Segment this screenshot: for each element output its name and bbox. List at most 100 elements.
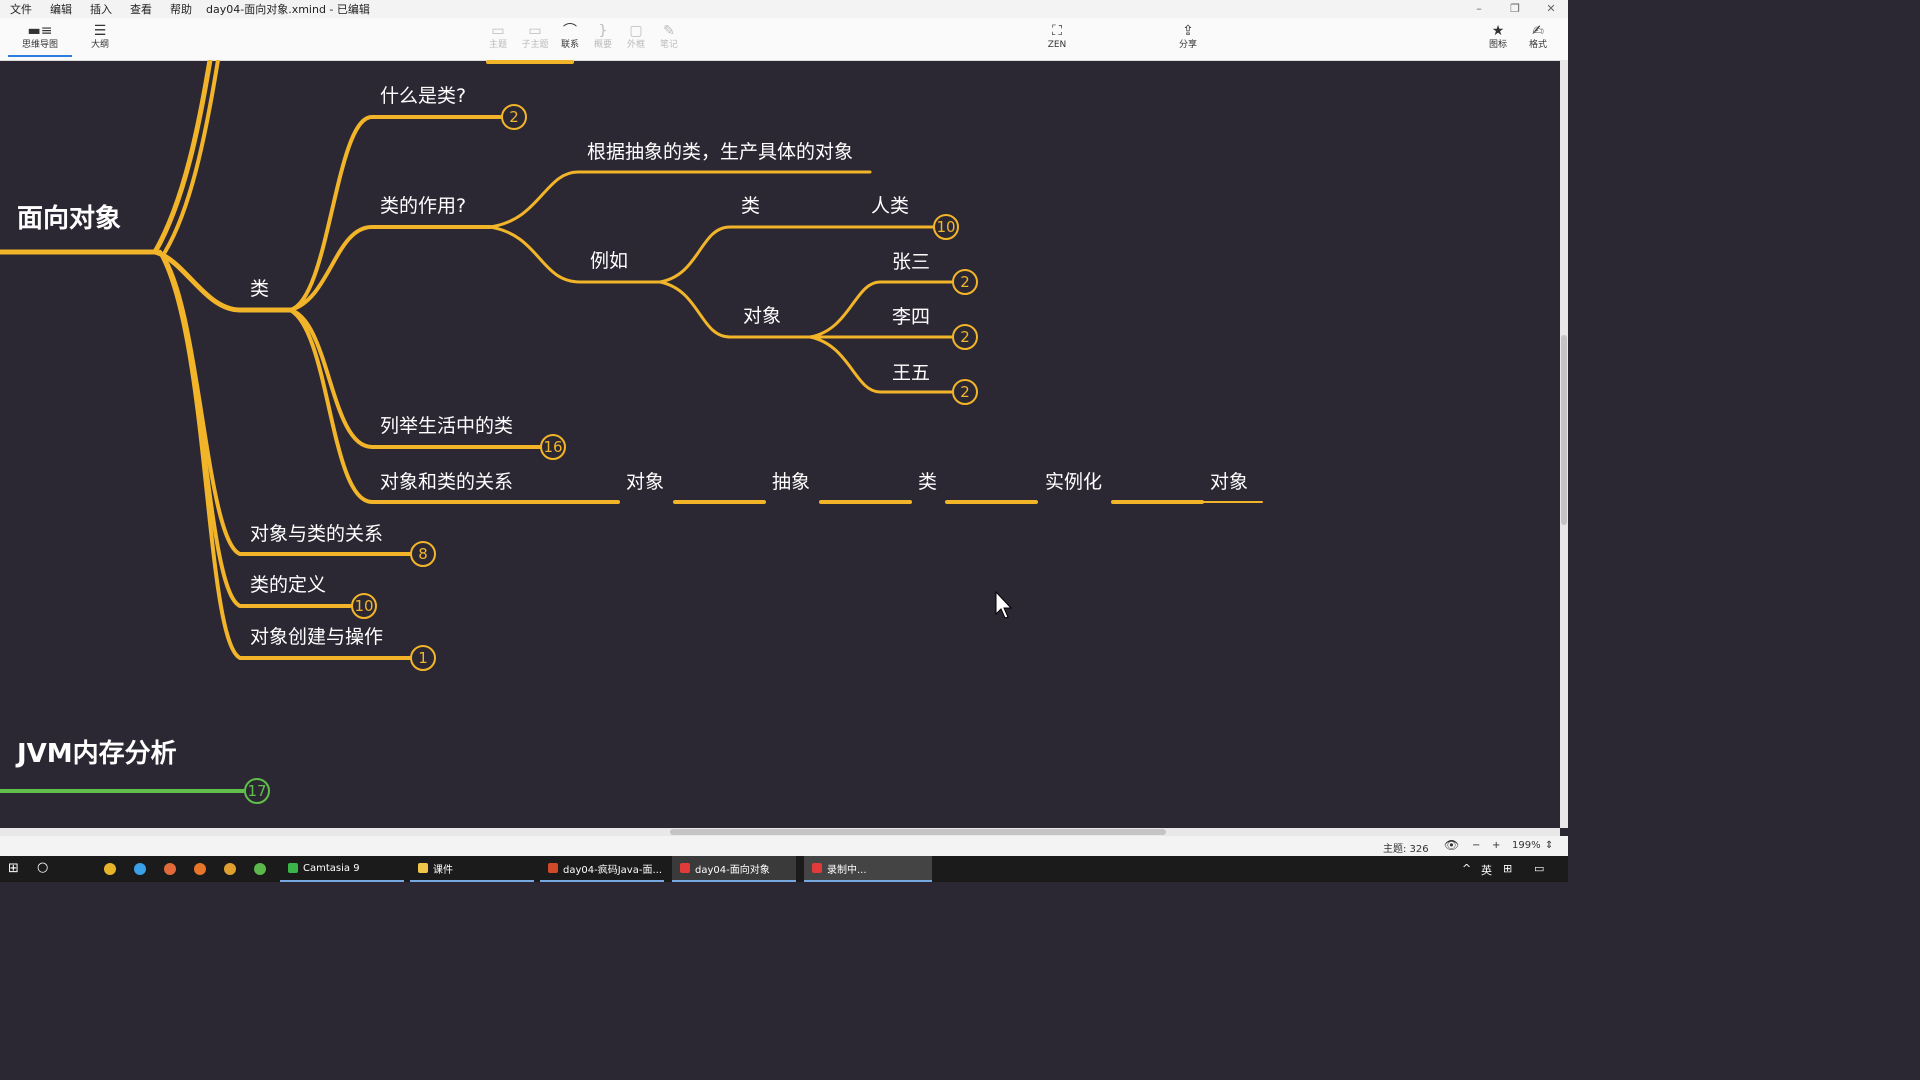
restore-button[interactable]: ❐ (1510, 2, 1520, 15)
share-button[interactable]: ⇪ 分享 (1168, 22, 1208, 51)
horizontal-scrollbar[interactable] (0, 828, 1560, 836)
xmind-icon (680, 863, 690, 873)
badge-circle (410, 645, 436, 671)
format-panel-button[interactable]: ✍ 格式 (1518, 22, 1558, 51)
summary-brace-icon: } (598, 23, 608, 39)
minimize-button[interactable]: – (1476, 2, 1482, 15)
topic-icon: ▭ (491, 23, 505, 39)
menu-file[interactable]: 文件 (10, 3, 32, 16)
badge-count: 1 (418, 649, 428, 667)
eye-icon[interactable]: 👁 (1444, 838, 1460, 852)
badge-wangwu[interactable]: 2 (952, 379, 978, 405)
badge-circle (952, 379, 978, 405)
zoom-level[interactable]: 199% (1512, 840, 1541, 851)
badge-count: 2 (960, 273, 970, 291)
browser-icon[interactable] (134, 863, 146, 875)
chain-topic-abstract[interactable]: 抽象 (772, 471, 810, 493)
task-courseware[interactable]: 课件 (410, 856, 534, 882)
status-bar: 主题: 326 👁 − + 199% ⇕ (0, 836, 1568, 856)
topic-object-and-class[interactable]: 对象与类的关系 (250, 523, 383, 545)
notification-icon[interactable]: ▭ (1534, 862, 1545, 875)
topic-list-classes[interactable]: 列举生活中的类 (380, 415, 513, 437)
topic-button[interactable]: ▭ 主题 (478, 22, 518, 51)
topic-example-object[interactable]: 对象 (743, 305, 781, 327)
badge-list-classes[interactable]: 16 (540, 434, 566, 460)
zoom-out-button[interactable]: − (1472, 840, 1481, 851)
close-button[interactable]: ✕ (1546, 2, 1556, 15)
search-app-icon[interactable] (224, 863, 236, 875)
camtasia-icon (288, 863, 298, 873)
task-recording[interactable]: 录制中... (804, 856, 932, 882)
tray-chevron-icon[interactable]: ^ (1462, 862, 1472, 875)
topic-class[interactable]: 类 (250, 278, 269, 300)
green-app-icon[interactable] (254, 863, 266, 875)
zen-button[interactable]: ⛶ ZEN (1037, 22, 1077, 51)
boundary-button[interactable]: ▢ 外框 (616, 22, 656, 51)
topic-class-purpose[interactable]: 类的作用? (380, 195, 466, 217)
vertical-scrollbar[interactable] (1560, 60, 1568, 828)
relationship-button[interactable]: ⌒ 联系 (550, 22, 590, 51)
badge-count: 2 (960, 383, 970, 401)
task-camtasia[interactable]: Camtasia 9 (280, 856, 404, 882)
menu-edit[interactable]: 编辑 (50, 3, 72, 16)
root-topic-oop[interactable]: 面向对象 (17, 203, 121, 234)
topic-object-creation[interactable]: 对象创建与操作 (250, 626, 383, 648)
boundary-icon: ▢ (629, 23, 643, 39)
chain-topic-object[interactable]: 对象 (626, 471, 664, 493)
menu-view[interactable]: 查看 (130, 3, 152, 16)
icons-panel-button[interactable]: ★ 图标 (1478, 22, 1518, 51)
firefox-icon[interactable] (194, 863, 206, 875)
topic-object-class-relation[interactable]: 对象和类的关系 (380, 471, 513, 493)
ime-indicator[interactable]: 英 (1481, 864, 1492, 877)
topic-zhangsan[interactable]: 张三 (892, 251, 930, 273)
topic-what-is-class[interactable]: 什么是类? (380, 85, 466, 107)
notes-pencil-icon: ✎ (663, 23, 675, 39)
badge-object-creation[interactable]: 1 (410, 645, 436, 671)
badge-circle (952, 324, 978, 350)
chain-topic-instantiate[interactable]: 实例化 (1045, 471, 1102, 493)
chain-topic-object-2[interactable]: 对象 (1210, 471, 1248, 493)
topic-example[interactable]: 例如 (590, 250, 628, 272)
horizontal-scroll-thumb[interactable] (670, 829, 1166, 835)
badge-circle (410, 541, 436, 567)
outline-view-button[interactable]: ☰ 大纲 (80, 22, 120, 51)
vertical-scroll-thumb[interactable] (1561, 335, 1567, 525)
badge-lisi[interactable]: 2 (952, 324, 978, 350)
zoom-in-button[interactable]: + (1492, 840, 1501, 851)
notes-button[interactable]: ✎ 笔记 (649, 22, 689, 51)
task-powerpoint[interactable]: day04-疯码Java-面... (540, 856, 664, 882)
app-icon[interactable] (164, 863, 176, 875)
mindmap-view-button[interactable]: ▬≡ 思维导图 (8, 23, 72, 57)
task-xmind[interactable]: day04-面向对象 (672, 856, 796, 882)
menu-insert[interactable]: 插入 (90, 3, 112, 16)
keyboard-icon[interactable]: ⊞ (1503, 862, 1513, 875)
chrome-icon[interactable] (104, 863, 116, 875)
root-topic-jvm[interactable]: JVM内存分析 (15, 739, 177, 769)
menu-help[interactable]: 帮助 (170, 3, 192, 16)
branch-line (488, 225, 662, 284)
topic-purpose-desc[interactable]: 根据抽象的类，生产具体的对象 (587, 141, 853, 163)
zoom-stepper-icon[interactable]: ⇕ (1545, 840, 1554, 851)
subtopic-button[interactable]: ▭ 子主题 (515, 22, 555, 51)
topic-example-class[interactable]: 类 (741, 195, 760, 217)
fullscreen-icon: ⛶ (1052, 23, 1062, 39)
branch-line (288, 308, 542, 449)
topic-lisi[interactable]: 李四 (892, 306, 930, 328)
topic-human[interactable]: 人类 (871, 195, 909, 217)
windows-start-icon[interactable]: ⊞ (8, 861, 19, 876)
badge-circle (501, 104, 527, 130)
topic-class-definition[interactable]: 类的定义 (250, 574, 326, 596)
badge-object-and-class[interactable]: 8 (410, 541, 436, 567)
badge-zhangsan[interactable]: 2 (952, 269, 978, 295)
summary-button[interactable]: } 概要 (583, 22, 623, 51)
mindmap-canvas[interactable]: 面向对象 JVM内存分析 类 什么是类? 类的作用? 根据抽象的类，生产具体的对… (0, 60, 1560, 828)
branch-line (808, 335, 954, 394)
badge-jvm[interactable]: 17 (244, 778, 270, 804)
topic-wangwu[interactable]: 王五 (892, 362, 930, 384)
badge-class-definition[interactable]: 10 (351, 593, 377, 619)
branch-line (152, 60, 213, 255)
chain-topic-class[interactable]: 类 (918, 471, 937, 493)
badge-what[interactable]: 2 (501, 104, 527, 130)
badge-human[interactable]: 10 (933, 214, 959, 240)
search-circle-icon[interactable]: ○ (37, 860, 49, 875)
